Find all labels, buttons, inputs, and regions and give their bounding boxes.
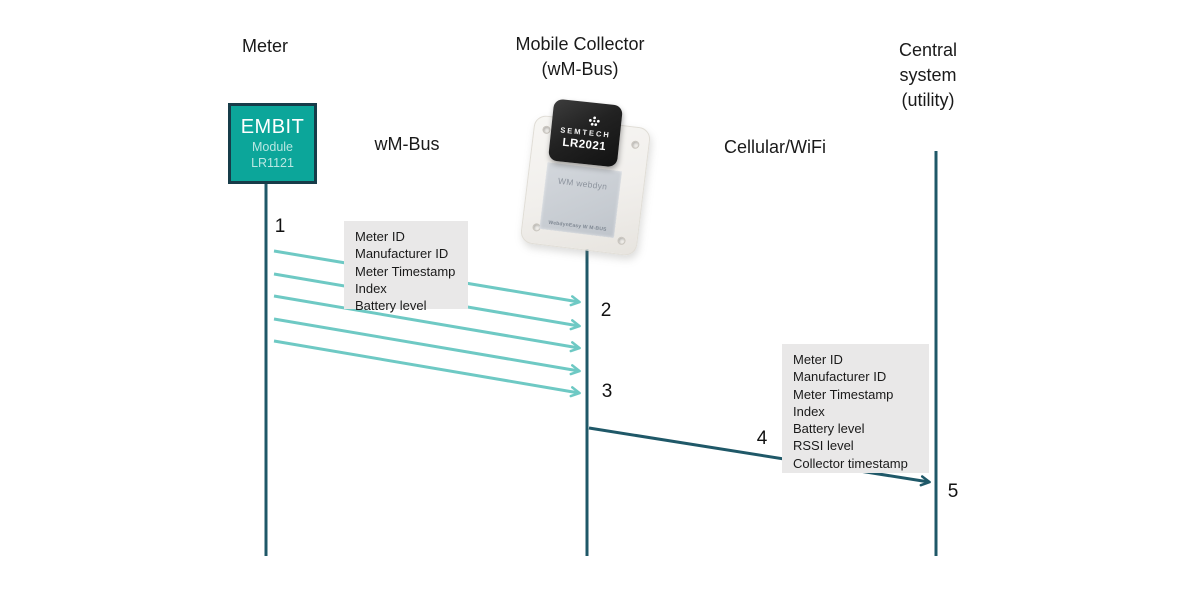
meter-module-brand: EMBIT xyxy=(240,116,305,138)
payload-line: Meter ID xyxy=(793,352,843,367)
label-wmbus: wM-Bus xyxy=(374,134,440,154)
payload-line: Collector timestamp xyxy=(793,455,908,471)
device-caption-text: WebdynEasy W M-BUS xyxy=(548,219,607,233)
payload-box-wmbus: Meter ID Manufacturer ID Meter Timestamp… xyxy=(344,221,468,313)
payload-line: Index xyxy=(355,280,387,296)
payload-line: Battery level xyxy=(793,421,865,437)
screw-icon xyxy=(630,140,640,150)
step-number-1: 1 xyxy=(274,216,286,237)
device-label-panel: WM webdyn WebdynEasy W M-BUS xyxy=(539,162,622,238)
payload-line: Manufacturer ID xyxy=(793,369,887,385)
header-mobile-collector: Mobile Collector (wM-Bus) xyxy=(515,34,645,79)
cellular-message-arrow xyxy=(588,426,931,487)
step-number-2: 2 xyxy=(600,300,612,321)
step-number-4: 4 xyxy=(756,428,768,449)
step-number-3: 3 xyxy=(601,381,613,402)
wmbus-message-arrow-5 xyxy=(273,339,581,398)
header-meter: Meter xyxy=(241,36,289,56)
payload-line: Meter ID xyxy=(355,229,405,244)
device-brand-text: WM webdyn xyxy=(557,175,608,192)
payload-line: Manufacturer ID xyxy=(355,246,449,262)
payload-line: Meter Timestamp xyxy=(793,386,894,402)
label-cellular-wifi: Cellular/WiFi xyxy=(723,137,827,157)
header-central-system: Central system (utility) xyxy=(898,40,958,110)
step-number-5: 5 xyxy=(947,481,959,502)
payload-line: RSSI level xyxy=(793,438,854,454)
meter-module-box: EMBIT Module LR1121 xyxy=(228,103,317,184)
wmbus-message-arrow-4 xyxy=(273,317,581,376)
payload-box-cellular: Meter ID Manufacturer ID Meter Timestamp… xyxy=(782,344,929,473)
screw-icon xyxy=(542,125,551,135)
payload-line: Meter Timestamp xyxy=(355,263,456,279)
payload-line: Index xyxy=(793,403,825,419)
screw-icon xyxy=(617,236,626,246)
semtech-logo-icon xyxy=(588,116,600,126)
meter-module-model: LR1121 xyxy=(251,156,294,170)
meter-module-type: Module xyxy=(252,140,293,154)
payload-line: Battery level xyxy=(355,298,427,314)
semtech-chip: SEMTECH LR2021 xyxy=(547,98,624,168)
wmbus-message-arrow-3 xyxy=(273,294,581,353)
chip-model-text: LR2021 xyxy=(561,136,607,154)
